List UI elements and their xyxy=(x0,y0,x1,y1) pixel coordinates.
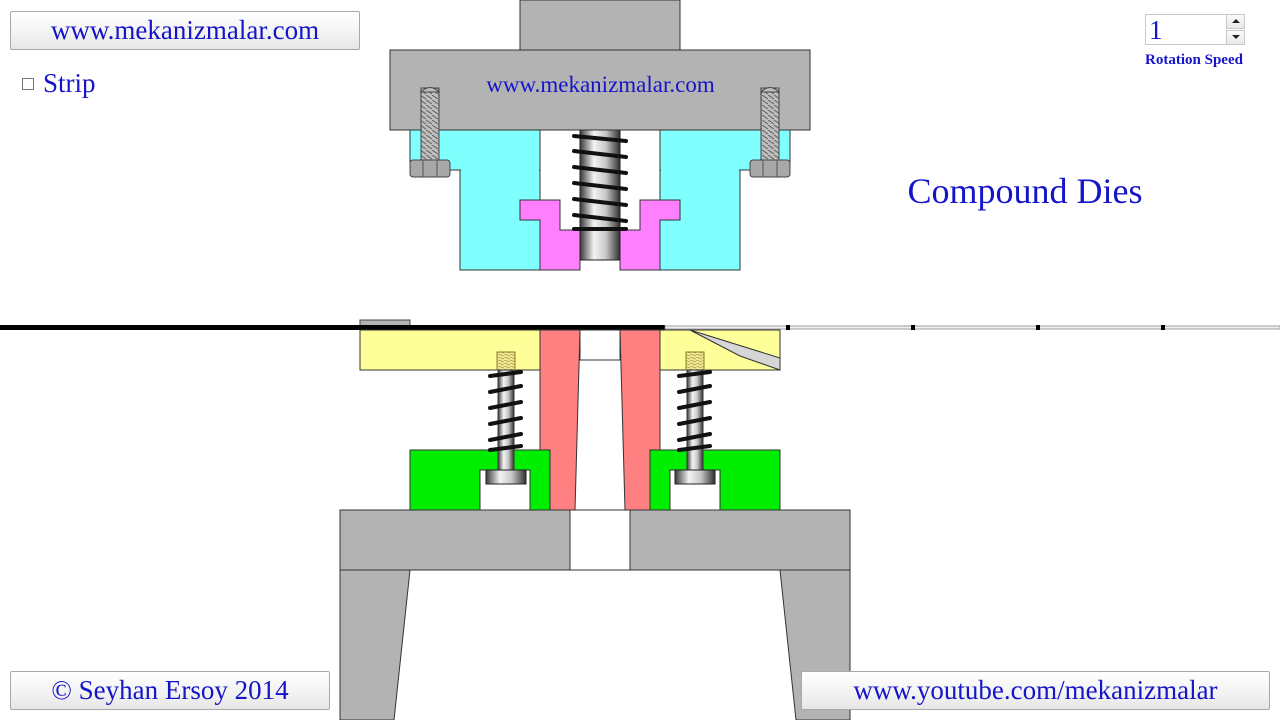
upper-plate xyxy=(389,49,811,131)
strip-separators xyxy=(786,325,1165,330)
leg-left xyxy=(339,569,411,720)
bolster-gap xyxy=(569,509,631,571)
punch-left xyxy=(519,199,581,271)
punch-right xyxy=(619,199,681,271)
upper-die-left-cover xyxy=(461,168,539,172)
copyright-button[interactable]: © Seyhan Ersoy 2014 xyxy=(10,671,330,710)
speed-increment-button[interactable] xyxy=(1226,14,1245,29)
youtube-button[interactable]: www.youtube.com/mekanizmalar xyxy=(801,671,1270,710)
chevron-up-icon xyxy=(1232,19,1240,23)
strip-line xyxy=(0,325,665,330)
strip-line-right xyxy=(664,325,1280,330)
bolster-left xyxy=(339,509,571,571)
bolt-icon xyxy=(409,87,451,178)
spring-icon xyxy=(572,134,628,231)
checkbox-icon[interactable] xyxy=(22,77,34,90)
rotation-speed-input[interactable]: 1 xyxy=(1145,14,1226,45)
bolt-icon xyxy=(749,87,791,178)
speed-decrement-button[interactable] xyxy=(1226,30,1245,45)
spacer-left xyxy=(409,449,551,511)
chevron-down-icon xyxy=(1232,35,1240,39)
strip-checkbox[interactable]: Strip xyxy=(22,66,96,100)
upper-spring-rod xyxy=(579,129,621,261)
center-gap-block xyxy=(579,329,621,361)
strip-guide xyxy=(689,329,781,371)
spring-icon xyxy=(488,370,523,452)
website-button[interactable]: www.mekanizmalar.com xyxy=(10,11,360,50)
diagram-title: Compound Dies xyxy=(907,171,1143,211)
rotation-speed-label: Rotation Speed xyxy=(1145,52,1243,68)
ram xyxy=(519,0,681,51)
plate-text: www.mekanizmalar.com xyxy=(486,72,715,97)
upper-die-right-cover xyxy=(661,168,739,172)
strip-label: Strip xyxy=(43,67,96,98)
spring-icon xyxy=(677,370,712,452)
bolster-right xyxy=(629,509,851,571)
